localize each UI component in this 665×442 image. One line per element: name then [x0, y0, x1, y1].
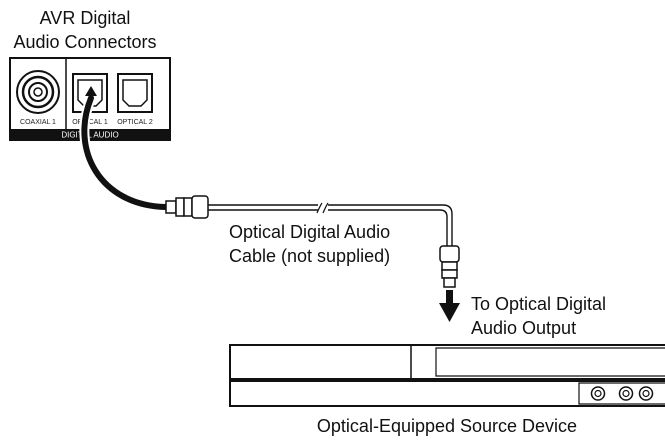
down-arrow-icon — [439, 290, 460, 322]
output-label-line1: To Optical Digital — [471, 294, 606, 314]
cable-label-line2: Cable (not supplied) — [229, 246, 390, 266]
optical-2-label: OPTICAL 2 — [117, 119, 153, 126]
optical-cable — [79, 86, 460, 322]
optical-1-label: OPTICAL 1 — [72, 119, 108, 126]
digital-audio-bar — [10, 129, 170, 140]
source-device — [229, 344, 665, 407]
digital-audio-label: DIGITAL AUDIO — [61, 131, 118, 140]
cable-plug-left-icon — [165, 195, 209, 219]
cable-label-line1: Optical Digital Audio — [229, 222, 390, 242]
optical-2-jack-icon — [117, 73, 153, 113]
coaxial-jack-icon — [16, 70, 60, 114]
avr-title-line2: Audio Connectors — [13, 32, 156, 52]
cable-plug-right-icon — [439, 245, 460, 288]
output-label-line2: Audio Output — [471, 318, 576, 338]
device-jacks-icon — [578, 382, 665, 405]
avr-connector-panel: COAXIAL 1 OPTICAL 1 OPTICAL 2 DIGITAL AU… — [9, 57, 171, 141]
device-caption: Optical-Equipped Source Device — [317, 416, 577, 436]
avr-title-line1: AVR Digital — [40, 8, 131, 28]
coaxial-1-label: COAXIAL 1 — [20, 119, 56, 126]
